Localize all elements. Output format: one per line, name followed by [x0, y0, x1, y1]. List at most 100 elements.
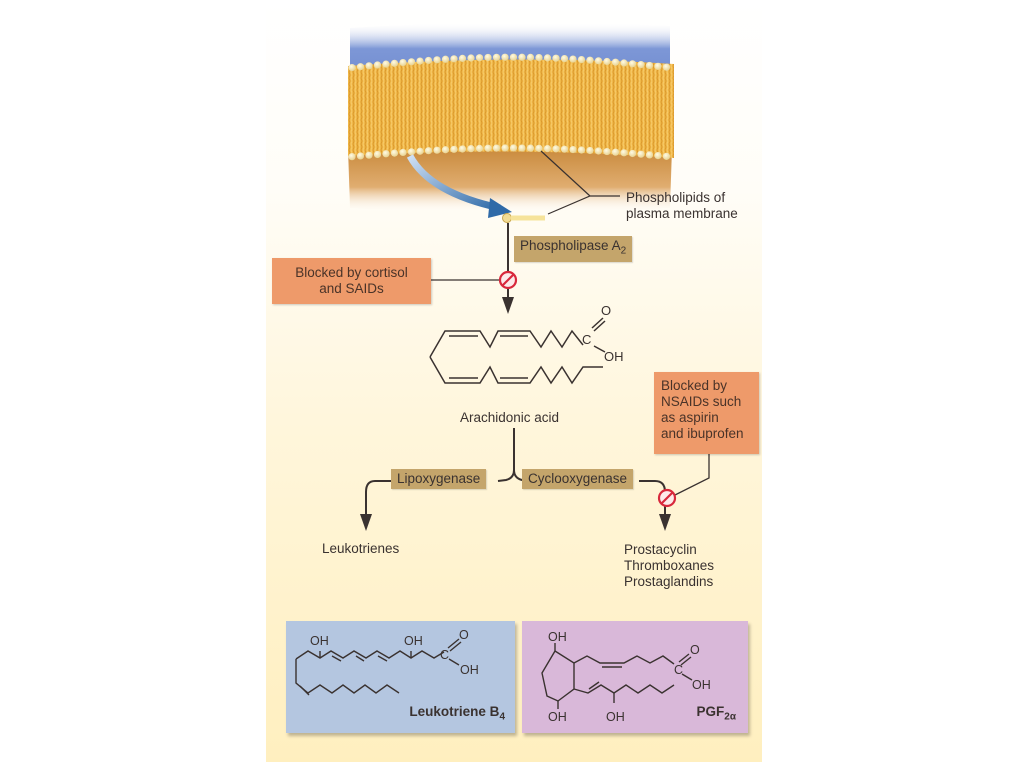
nsaid-blocker-line1: Blocked by	[661, 378, 728, 393]
phospholipid-head	[577, 55, 586, 64]
phospholipid-head	[518, 53, 526, 61]
phospholipase-text: Phospholipase A	[520, 238, 621, 253]
phospholipid-head	[424, 147, 433, 155]
phospholipase-subscript: 2	[620, 245, 627, 257]
phospholipid-head	[373, 150, 382, 159]
pgf-oh-bottom-left: OH	[548, 710, 567, 724]
phospholipid-head	[594, 147, 603, 155]
phospholipid-head	[433, 56, 441, 64]
phospholipid-head	[535, 53, 543, 62]
phospholipid-head	[348, 153, 356, 161]
phospholipid-head	[399, 148, 407, 157]
phospholipid-head	[645, 151, 654, 159]
ltb4-atom-oh: OH	[460, 663, 479, 677]
cyclooxygenase-label: Cyclooxygenase	[522, 469, 634, 489]
nsaid-blocker-line4: and ibuprofen	[661, 426, 744, 441]
pgf2alpha-structure: OH OH OH O C OH	[541, 630, 711, 724]
ltb4-name-text: Leukotriene B	[409, 704, 500, 720]
atom-oh: OH	[604, 349, 624, 364]
phospholipid-head	[611, 58, 620, 66]
phospholipid-head	[620, 149, 628, 157]
phospholipid-head	[628, 149, 637, 158]
phospholipid-head	[441, 146, 450, 154]
phospholipid-head	[543, 144, 552, 153]
phospholipid-head	[603, 57, 611, 66]
phospholipid-head	[662, 63, 671, 71]
ltb4-atom-o: O	[459, 628, 469, 642]
arrow-head	[360, 514, 372, 531]
phospholipid-head	[560, 145, 569, 153]
phospholipid-head	[356, 63, 365, 71]
pgf-atom-o: O	[690, 643, 700, 657]
phospholipid-head	[501, 53, 509, 61]
phospholipid-head	[603, 147, 611, 156]
phospholipid-head	[484, 53, 492, 62]
phospholipid-head	[560, 55, 569, 63]
atom-o: O	[601, 303, 611, 318]
pgf2alpha-panel: OH OH OH O C OH PGF2α	[522, 621, 748, 733]
phospholipid-head	[552, 54, 560, 62]
arrow-head	[659, 514, 671, 531]
atom-c: C	[582, 332, 591, 347]
phospholipid-head	[348, 63, 356, 72]
pgf-oh-bottom-mid: OH	[606, 710, 625, 724]
phospholipid-head	[637, 150, 645, 158]
phospholipid-head	[509, 144, 518, 152]
phospholipid-head	[594, 57, 603, 65]
pgf-oh-top: OH	[548, 630, 567, 644]
phospholipid-head	[356, 152, 365, 160]
leukotriene-b4-panel: OH OH O C OH Leukotriene B4	[286, 621, 515, 733]
phospholipid-head	[535, 144, 543, 152]
plasma-membrane-illustration	[348, 22, 674, 218]
phospholipid-head	[390, 59, 399, 67]
phospholipid-head	[654, 62, 662, 70]
phospholipid-head	[467, 145, 475, 153]
phospholipid-head	[416, 57, 424, 65]
prostaglandins-label: Prostaglandins	[624, 574, 714, 589]
phospholipid-head	[569, 55, 577, 63]
phospholipid-head	[492, 144, 501, 152]
block-symbol-nsaid	[657, 488, 677, 508]
phospholipid-head	[552, 145, 560, 153]
phospholipid-head	[475, 54, 484, 62]
phospholipid-head	[484, 144, 492, 152]
pgf2alpha-name: PGF2α	[697, 704, 736, 723]
phospholipid-head	[450, 145, 458, 153]
phospholipid-head	[569, 145, 577, 154]
phospholipase-a2-label: Phospholipase A2	[514, 236, 633, 262]
phospholipid-head	[526, 144, 535, 152]
phospholipid-head	[586, 56, 594, 64]
leukotriene-b4-structure: OH OH O C OH	[295, 628, 479, 696]
phospholipid-head	[654, 152, 662, 160]
phospholipid-head	[509, 53, 518, 61]
ltb4-atom-c: C	[440, 648, 449, 662]
phospholipid-head	[628, 60, 637, 68]
phospholipid-head	[611, 148, 620, 156]
phospholipid-head	[373, 61, 382, 69]
leukotriene-b4-name: Leukotriene B4	[409, 704, 505, 723]
phospholipid-head	[518, 144, 526, 152]
cortisol-blocker-box: Blocked by cortisol and SAIDs	[272, 258, 431, 304]
phospholipid-head	[543, 54, 552, 62]
phospholipid-head	[620, 59, 628, 67]
pgf-name-text: PGF	[696, 704, 725, 720]
lipoxygenase-branch	[365, 480, 396, 518]
phospholipid-head	[441, 55, 450, 63]
phospholipid-head	[501, 144, 509, 152]
thromboxanes-label: Thromboxanes	[624, 558, 715, 573]
nsaid-blocker-line3: as aspirin	[661, 410, 719, 425]
phospholipid-head	[577, 146, 586, 154]
arachidonic-acid-label: Arachidonic acid	[460, 410, 560, 425]
phospholipid-head	[467, 54, 475, 62]
phospholipid-head	[416, 147, 424, 155]
pgf-atom-oh: OH	[692, 678, 711, 692]
phospholipid-head	[450, 55, 458, 63]
phospholipid-head	[637, 61, 645, 69]
cortisol-blocker-line1: Blocked by cortisol	[295, 265, 408, 280]
phospholipid-head	[586, 146, 594, 155]
phospholipid-head	[390, 149, 399, 157]
membrane-label-line1: Phospholipids of	[626, 190, 726, 205]
phospholipid-head	[526, 53, 535, 61]
nsaid-blocker-line2: NSAIDs such	[661, 394, 742, 409]
